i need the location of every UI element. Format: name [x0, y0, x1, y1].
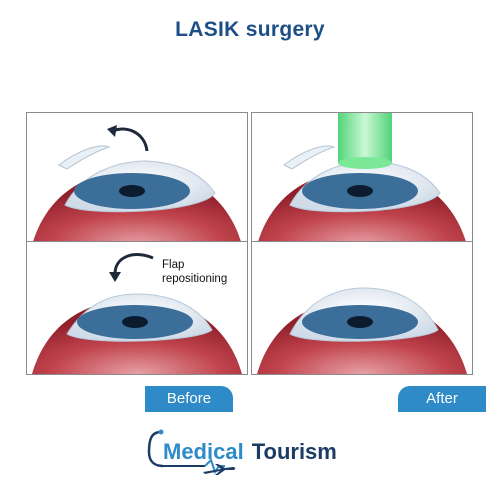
page-title: LASIK surgery: [175, 18, 325, 41]
logo-word-tourism: Tourism: [251, 439, 337, 464]
laser-beam: [338, 113, 392, 163]
flap-repositioning-label: Flap repositioning: [162, 258, 227, 286]
flap-label-line1: Flap: [162, 259, 185, 271]
panel-laser: [251, 112, 473, 246]
logo: Medical Tourism: [145, 428, 375, 478]
pupil: [347, 316, 373, 328]
eye-illustration-flap-lift: [32, 125, 242, 245]
logo-text: Medical Tourism: [163, 439, 337, 465]
pupil: [347, 185, 373, 197]
eye-illustration-healed: [257, 287, 467, 374]
stethoscope-icon: [147, 429, 236, 475]
eye-illustration-flap-reposition: [32, 253, 242, 374]
before-label: Before: [145, 386, 233, 412]
flap: [58, 145, 111, 170]
laser-spot: [338, 157, 392, 169]
curved-arrow-icon: [112, 127, 149, 152]
panel-flap-lift: [26, 112, 248, 246]
pupil: [119, 185, 145, 197]
after-label: After: [398, 386, 486, 412]
curved-arrow-icon: [113, 253, 154, 275]
flap-label-line2: repositioning: [162, 273, 228, 285]
pupil: [122, 316, 148, 328]
logo-word-medical: Medical: [163, 439, 244, 464]
panel-flap-reposition: Flap repositioning: [26, 241, 248, 375]
flap: [283, 145, 336, 170]
eye-illustration-laser: [257, 113, 467, 245]
panel-healed: [251, 241, 473, 375]
airplane-icon: [203, 464, 236, 475]
